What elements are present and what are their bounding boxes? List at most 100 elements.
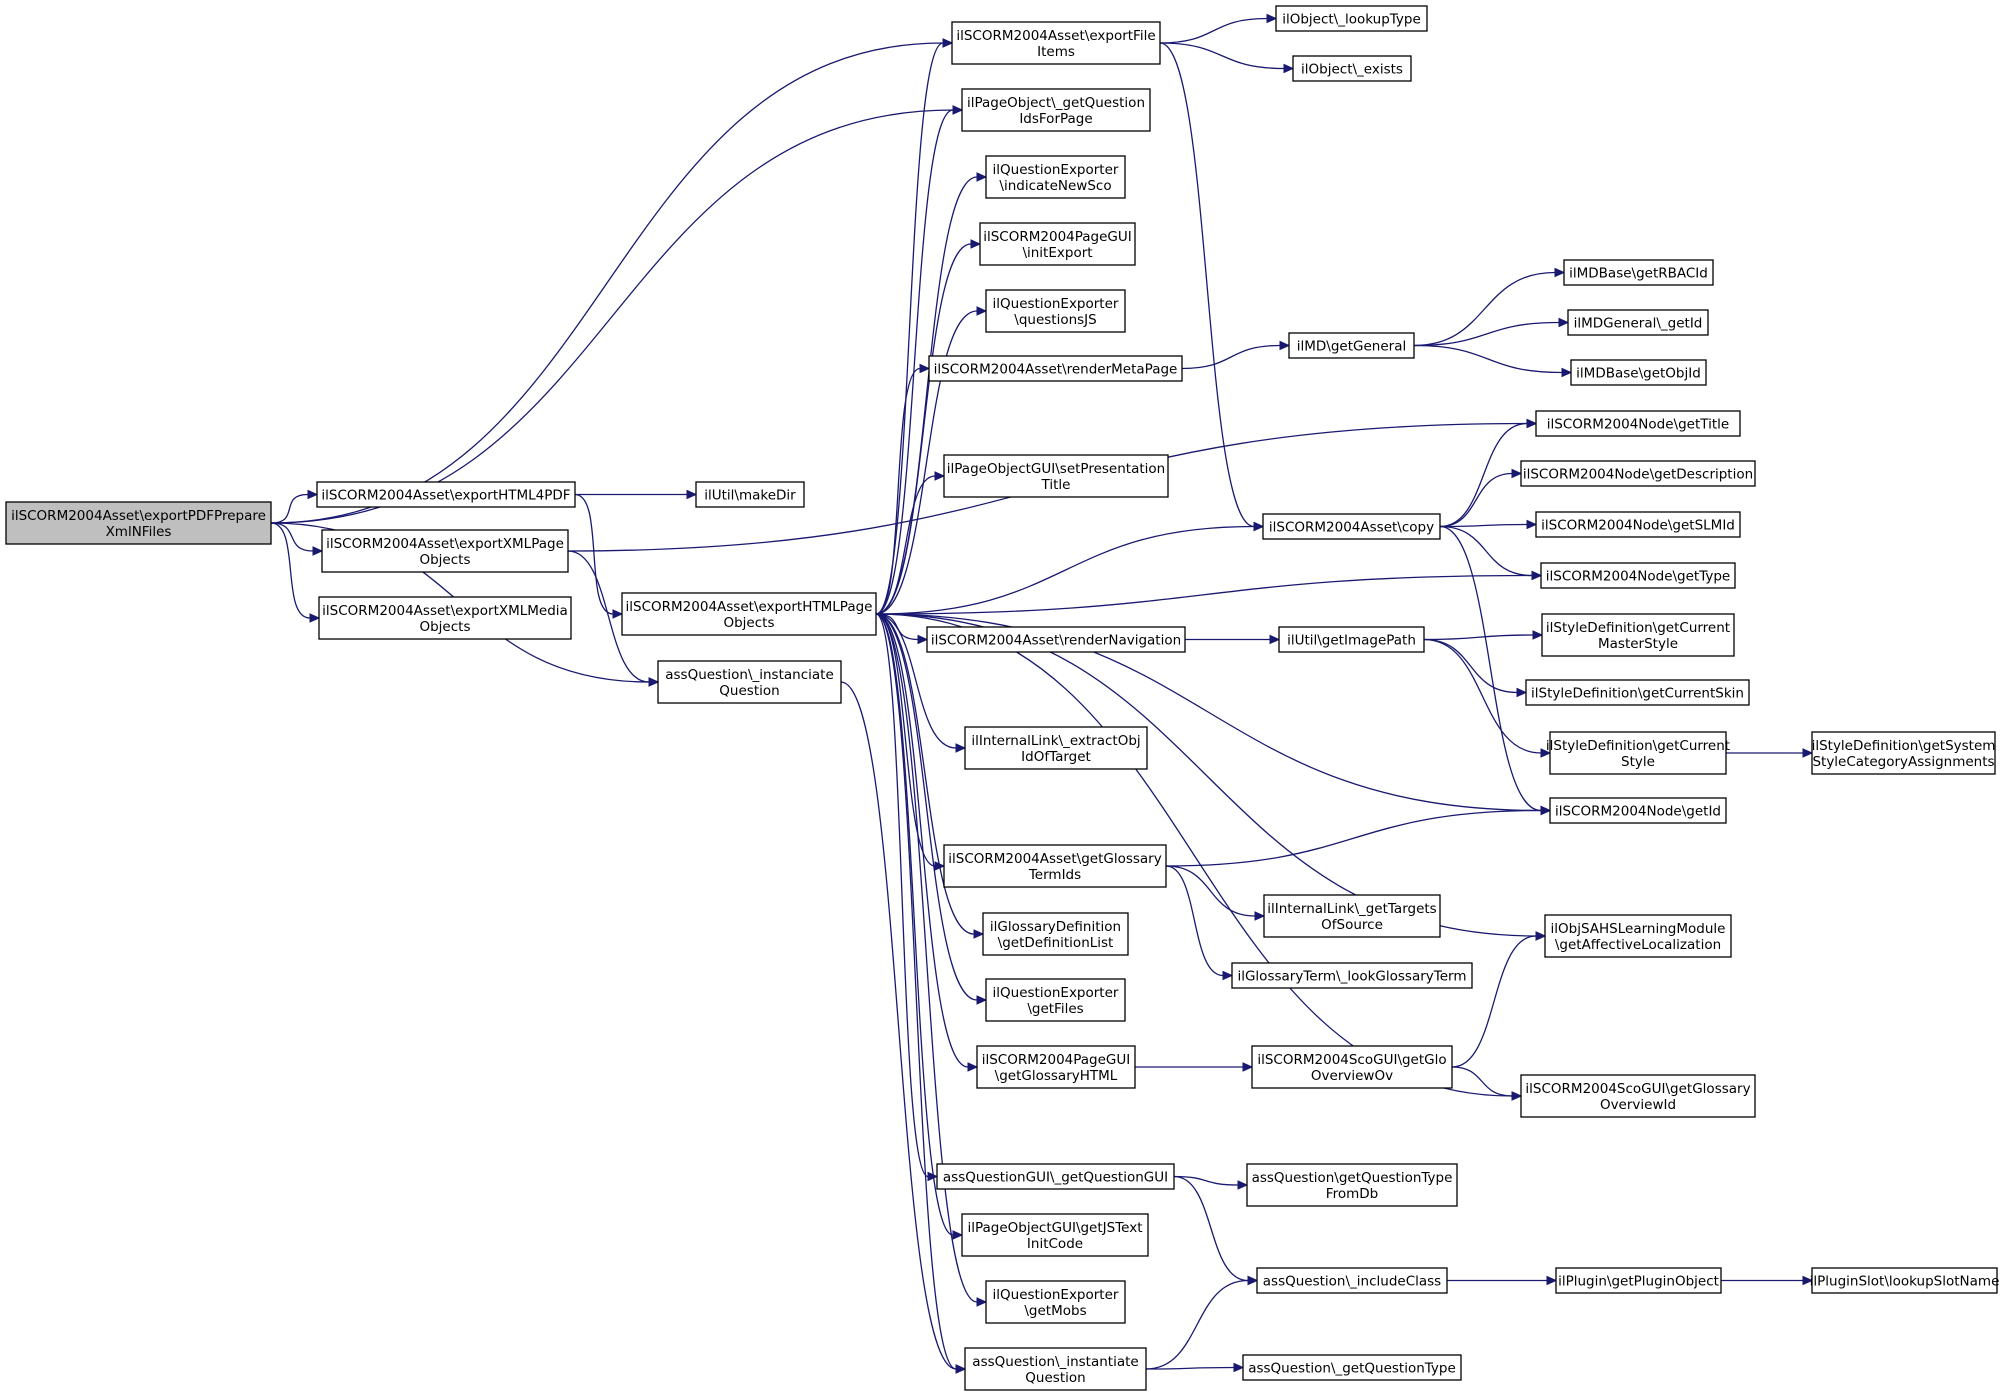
node-exists[interactable]: ilObject\_exists [1292, 55, 1412, 82]
arrowhead [1269, 634, 1281, 645]
node-box [1262, 513, 1441, 540]
node-label: StyleCategoryAssignments [1812, 754, 1994, 770]
node-label: \getFiles [1027, 1001, 1083, 1017]
edge-get-image-path-to-get-current-style [1423, 638, 1542, 754]
node-box [943, 844, 1167, 888]
node-lookup-type[interactable]: ilObject\_lookupType [1275, 5, 1428, 32]
arrowhead [970, 239, 982, 249]
node-include-class[interactable]: assQuestion\_includeClass [1256, 1267, 1448, 1294]
node-label: ilQuestionExporter [993, 1287, 1119, 1303]
node-label: ilSCORM2004Node\getTitle [1547, 417, 1729, 433]
arrowhead [1802, 1275, 1814, 1286]
node-get-question-gui[interactable]: assQuestionGUI\_getQuestionGUI [936, 1163, 1175, 1190]
node-copy[interactable]: ilSCORM2004Asset\copy [1262, 513, 1441, 540]
node-box [1278, 626, 1425, 653]
node-label: IdOfTarget [1021, 749, 1091, 765]
node-get-rbacid[interactable]: ilMDBase\getRBACId [1563, 259, 1714, 286]
node-get-image-path[interactable]: ilUtil\getImagePath [1278, 626, 1425, 653]
arrowhead [1526, 519, 1538, 530]
node-get-question-type[interactable]: assQuestion\_getQuestionType [1242, 1354, 1462, 1381]
arrowhead [1540, 805, 1552, 816]
edge-copy-to-get-description [1439, 472, 1513, 528]
arrowhead [1558, 317, 1570, 328]
node-label: Objects [723, 615, 774, 631]
node-box [1256, 1267, 1448, 1294]
node-box [1520, 460, 1756, 487]
node-box [928, 355, 1183, 382]
arrowhead [976, 995, 988, 1005]
node-get-title[interactable]: ilSCORM2004Node\getTitle [1535, 410, 1741, 437]
node-label: ilSCORM2004Asset\exportXMLMedia [322, 603, 568, 619]
node-get-definition-list[interactable]: ilGlossaryDefinition\getDefinitionList [982, 912, 1129, 956]
arrowhead [942, 38, 954, 48]
node-label: InitCode [1027, 1236, 1083, 1252]
node-export-html4-pdf[interactable]: ilSCORM2004Asset\exportHTML4PDF [316, 481, 576, 508]
node-get-affective-localization[interactable]: ilObjSAHSLearningModule\getAffectiveLoca… [1544, 914, 1732, 958]
node-box [316, 481, 576, 508]
node-lookup-slot-name[interactable]: ilPluginSlot\lookupSlotName [1810, 1267, 2000, 1294]
node-indicate-new-sco[interactable]: ilQuestionExporter\indicateNewSco [985, 155, 1126, 199]
node-get-glossary-html[interactable]: ilSCORM2004PageGUI\getGlossaryHTML [976, 1045, 1136, 1089]
node-label: ilGlossaryDefinition [990, 919, 1121, 935]
node-get-general[interactable]: ilMD\getGeneral [1288, 332, 1415, 359]
node-root[interactable]: ilSCORM2004Asset\exportPDFPrepareXmlNFil… [5, 501, 272, 545]
node-box [964, 726, 1148, 770]
node-get-files[interactable]: ilQuestionExporter\getFiles [985, 978, 1126, 1022]
node-box [1544, 914, 1732, 958]
node-box [1567, 309, 1709, 336]
node-get-description[interactable]: ilSCORM2004Node\getDescription [1520, 460, 1756, 487]
arrowhead [955, 743, 967, 753]
node-get-type[interactable]: ilSCORM2004Node\getType [1540, 562, 1736, 589]
node-label: Objects [419, 619, 470, 635]
node-init-export[interactable]: ilSCORM2004PageGUI\initExport [979, 222, 1136, 266]
node-make-dir[interactable]: ilUtil\makeDir [695, 481, 805, 508]
node-lookup-glossary-term[interactable]: ilGlossaryTerm\_lookGlossaryTerm [1231, 962, 1473, 989]
node-get-current-skin[interactable]: ilStyleDefinition\getCurrentSkin [1525, 679, 1750, 706]
arrowhead [307, 489, 319, 500]
node-get-plugin-object[interactable]: ilPlugin\getPluginObject [1555, 1267, 1722, 1294]
node-get-obj-id[interactable]: ilMDBase\getObjId [1570, 359, 1707, 386]
edge-export-htmlpage-objects-to-render-meta-page [875, 367, 921, 615]
node-label: Objects [419, 552, 470, 568]
node-box [951, 21, 1161, 65]
node-box [979, 222, 1136, 266]
edge-export-htmlpage-objects-to-get-type [875, 574, 1533, 615]
node-label: \questionsJS [1014, 312, 1096, 328]
node-label: ilSCORM2004Asset\renderMetaPage [934, 362, 1178, 378]
node-box [1520, 1074, 1756, 1118]
arrowhead [1279, 340, 1291, 351]
node-label: ilInternalLink\_extractObj [971, 733, 1140, 749]
node-get-slmid[interactable]: ilSCORM2004Node\getSLMId [1535, 511, 1741, 538]
edge-root-to-export-xmlmedia-objects [270, 522, 311, 619]
node-md-get-id[interactable]: ilMDGeneral\_getId [1567, 309, 1709, 336]
node-node-get-id[interactable]: ilSCORM2004Node\getId [1549, 797, 1727, 824]
node-label: ilSCORM2004Asset\exportFile [956, 28, 1155, 44]
edge-export-htmlpage-objects-to-node-get-id [875, 613, 1542, 812]
arrowhead [919, 363, 931, 374]
node-render-meta-page[interactable]: ilSCORM2004Asset\renderMetaPage [928, 355, 1183, 382]
arrowhead [686, 489, 698, 500]
node-render-navigation[interactable]: ilSCORM2004Asset\renderNavigation [926, 626, 1186, 653]
node-get-system-style-category-assignments[interactable]: ilStyleDefinition\getSystemStyleCategory… [1811, 731, 1996, 775]
node-get-mobs[interactable]: ilQuestionExporter\getMobs [985, 1280, 1126, 1324]
node-questions-js[interactable]: ilQuestionExporter\questionsJS [985, 289, 1126, 333]
node-label: ilStyleDefinition\getSystem [1812, 738, 1996, 754]
